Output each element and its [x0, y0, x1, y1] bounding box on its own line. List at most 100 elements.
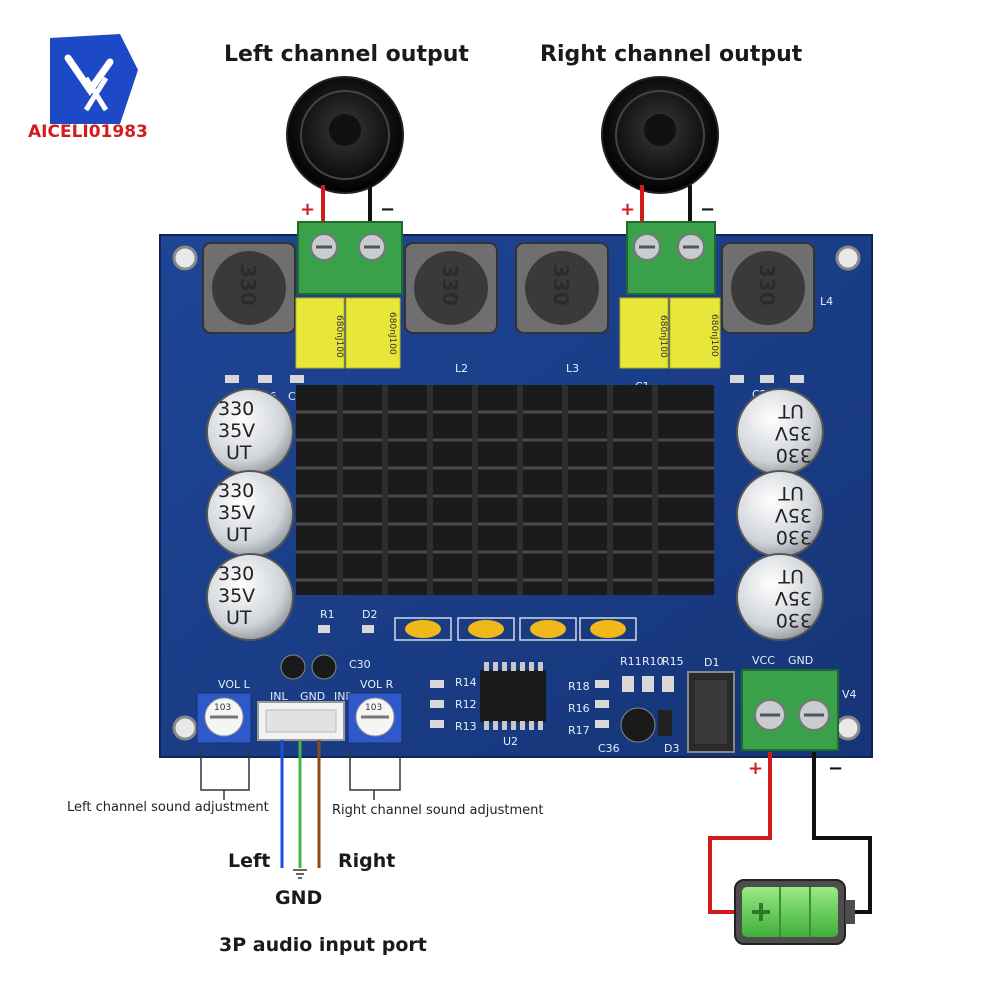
inductor-l3: 330 [515, 242, 609, 334]
silk-v4: V4 [842, 688, 857, 701]
silk-d2: D2 [362, 608, 377, 621]
inductor-l2-value: 330 [438, 264, 462, 306]
right-volume-potentiometer: 103 [347, 692, 403, 744]
audio-input-port-label: 3P audio input port [219, 934, 427, 956]
silk-l3: L3 [566, 362, 579, 375]
diode-d3 [658, 710, 672, 736]
left-speaker-terminal [297, 221, 403, 295]
silk-l2: L2 [455, 362, 468, 375]
silk-gnd-input: GND [300, 690, 325, 703]
left-output-plus: + [300, 199, 316, 220]
electrolytic-cap-left-1: 330 35V UT [206, 388, 294, 476]
film-capacitors: 680nJ100 680nJ100 680nJ100 680nJ100 [295, 297, 721, 369]
silk-r14: R14 [455, 676, 477, 689]
silk-r11: R11 [620, 655, 642, 668]
smd-parts [225, 375, 804, 633]
smd-resistors [430, 676, 674, 728]
silk-d3: D3 [664, 742, 679, 755]
audio-input-wires [280, 740, 321, 868]
power-minus: − [828, 758, 844, 779]
cap-r1-line1: 330 [776, 444, 812, 466]
silk-r15: R15 [662, 655, 684, 668]
cap-r1-line2: 35V [775, 422, 812, 444]
left-channel-output-heading: Left channel output [224, 42, 469, 67]
gnd-wire-label: GND [275, 887, 323, 909]
cap-l3-line2: 35V [218, 585, 255, 607]
power-plus: + [748, 758, 764, 779]
silk-r17: R17 [568, 724, 590, 737]
silk-c36: C36 [598, 742, 620, 755]
right-channel-output-heading: Right channel output [540, 42, 803, 67]
silk-vol-l: VOL L [218, 678, 251, 691]
cap-r3-line1: 330 [776, 609, 812, 631]
inductor-l4-value: 330 [755, 264, 779, 306]
cap-r2-line2: 35V [775, 504, 812, 526]
cap-l2-line3: UT [226, 524, 252, 546]
right-pot-code: 103 [365, 703, 382, 713]
heatsink [296, 385, 714, 595]
adjust-brackets [200, 750, 401, 800]
power-terminal [741, 669, 839, 751]
ceramic-capacitors [394, 617, 637, 641]
left-output-minus: − [380, 199, 396, 220]
silk-c30: C30 [349, 658, 371, 671]
silk-gnd-power: GND [788, 654, 813, 667]
brand-logo: AICELI01983 [28, 28, 168, 148]
inductor-l4: 330 [721, 242, 815, 334]
silk-vcc: VCC [752, 654, 775, 667]
right-output-minus: − [700, 199, 716, 220]
silk-l4: L4 [820, 295, 833, 308]
cap-l1-line3: UT [226, 442, 252, 464]
left-channel-sound-adjustment-label: Left channel sound adjustment [67, 800, 269, 815]
right-output-plus: + [620, 199, 636, 220]
right-wire-label: Right [338, 850, 396, 872]
silk-d1: D1 [704, 656, 719, 669]
cap-l2-line1: 330 [218, 480, 254, 502]
inductor-l3-value: 330 [549, 264, 573, 306]
film-cap-4-value: 680nJ100 [709, 314, 719, 357]
film-cap-2-value: 680nJ100 [387, 312, 397, 355]
diymore-logo-icon [50, 34, 138, 124]
silk-r16: R16 [568, 702, 590, 715]
inductor-l1: 330 [202, 242, 296, 334]
left-wire-label: Left [228, 850, 271, 872]
ground-symbol [293, 869, 307, 879]
silk-u2: U2 [503, 735, 518, 748]
right-speaker-terminal [626, 221, 716, 295]
left-pot-code: 103 [214, 703, 231, 713]
electrolytic-cap-right-1: 330 35V UT [736, 388, 824, 476]
cap-l2-line2: 35V [218, 502, 255, 524]
cap-r2-line1: 330 [776, 526, 812, 548]
cap-r3-line2: 35V [775, 587, 812, 609]
cap-c36 [620, 707, 656, 743]
power-wires [708, 752, 872, 914]
film-cap-1-value: 680nJ100 [334, 315, 344, 358]
brand-text: AICELI01983 [28, 122, 148, 142]
left-volume-potentiometer: 103 [196, 692, 252, 744]
inductor-l2: 330 [404, 242, 498, 334]
silk-r18: R18 [568, 680, 590, 693]
electrolytic-cap-left-2: 330 35V UT [206, 470, 294, 558]
cap-l3-line1: 330 [218, 563, 254, 585]
cap-l3-line3: UT [226, 607, 252, 629]
silk-r13: R13 [455, 720, 477, 733]
cap-r1-line3: UT [778, 400, 804, 422]
electrolytic-cap-left-3: 330 35V UT [206, 553, 294, 641]
cap-l1-line2: 35V [218, 420, 255, 442]
cap-r3-line3: UT [778, 565, 804, 587]
battery-icon [734, 879, 855, 945]
silk-r12: R12 [455, 698, 477, 711]
inductor-l1-value: 330 [236, 264, 260, 306]
silk-r1: R1 [320, 608, 335, 621]
silk-vol-r: VOL R [360, 678, 394, 691]
chip-u2 [480, 662, 546, 730]
audio-input-connector [257, 701, 345, 741]
electrolytic-cap-right-2: 330 35V UT [736, 470, 824, 558]
silk-r10: R10 [642, 655, 664, 668]
small-electrolytic-caps [280, 654, 337, 680]
film-cap-3-value: 680nJ100 [658, 315, 668, 358]
left-speaker-icon [286, 76, 404, 194]
right-channel-sound-adjustment-label: Right channel sound adjustment [332, 803, 544, 818]
silk-inl: INL [270, 690, 288, 703]
